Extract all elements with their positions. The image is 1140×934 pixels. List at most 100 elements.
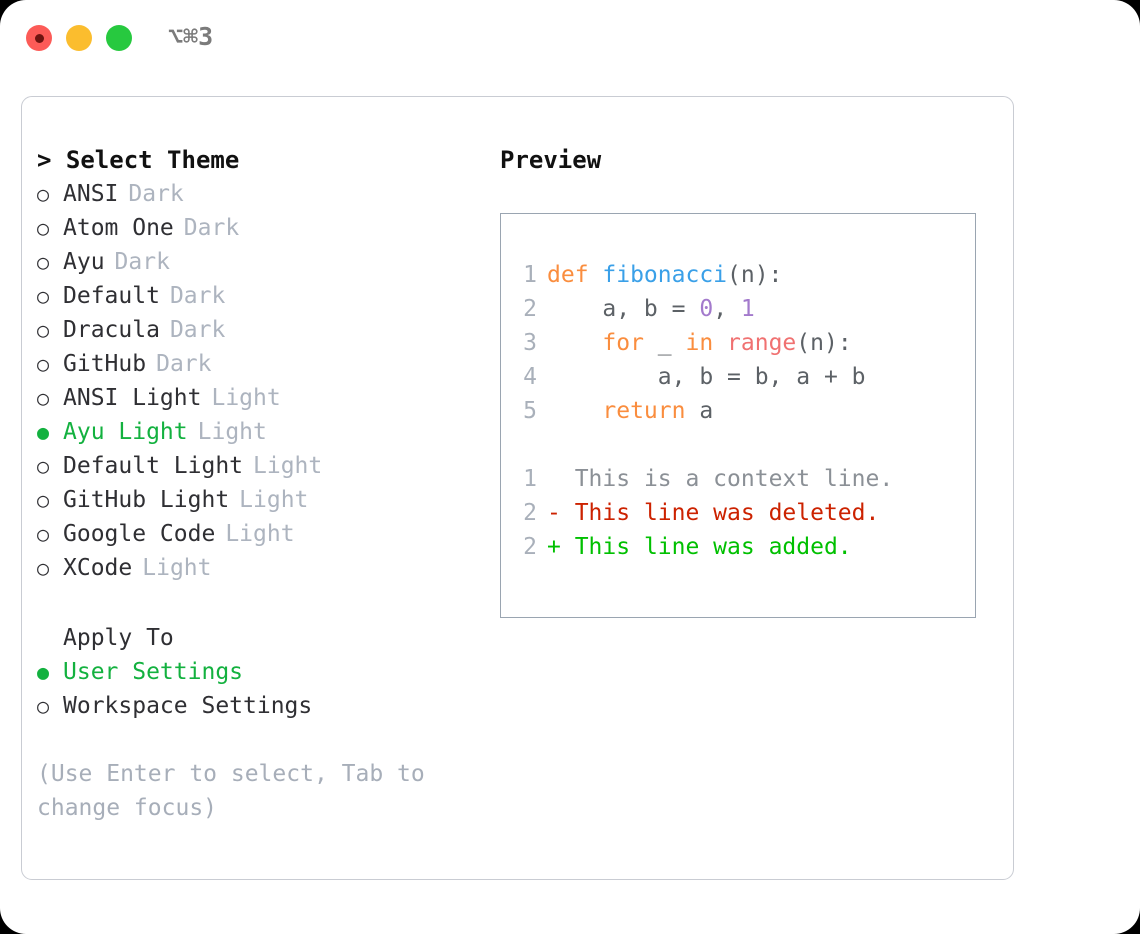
- diff-line-text: This line was deleted.: [560, 500, 880, 526]
- code-line: 2 a, b = 0, 1: [501, 292, 975, 326]
- close-button[interactable]: [26, 25, 52, 51]
- code-token-pun: ,: [713, 296, 741, 322]
- minimize-button[interactable]: [66, 25, 92, 51]
- theme-option-label: Default Light: [63, 453, 244, 479]
- code-diff-spacer: [501, 428, 975, 462]
- diff-line-text: This line was added.: [560, 534, 852, 560]
- radio-unselected-icon: ○: [37, 250, 50, 274]
- line-number: 5: [523, 398, 537, 424]
- theme-variant-badge: Dark: [128, 181, 184, 207]
- theme-option-label: GitHub: [63, 351, 147, 377]
- theme-variant-badge: Light: [211, 385, 281, 411]
- radio-unselected-icon: ○: [37, 318, 50, 342]
- theme-variant-badge: Dark: [169, 283, 226, 309]
- radio-selected-icon: ●: [37, 420, 50, 444]
- code-line-text: for _ in range(n):: [547, 326, 852, 360]
- line-number: 4: [523, 364, 537, 390]
- section-spacer: [37, 585, 487, 621]
- theme-variant-badge: Dark: [156, 351, 212, 377]
- code-token-kw: in: [685, 330, 714, 356]
- radio-unselected-icon: ○: [37, 488, 50, 512]
- theme-option-label: Ayu: [63, 249, 105, 275]
- radio-unselected-icon: ○: [37, 522, 50, 546]
- radio-unselected-icon: ○: [37, 556, 50, 580]
- code-token-pun: _: [643, 330, 686, 356]
- apply-to-option-label: User Settings: [63, 659, 244, 685]
- diff-line-text: This is a context line.: [560, 466, 894, 492]
- select-theme-heading: > Select Theme: [37, 146, 240, 174]
- theme-variant-badge: Light: [225, 521, 295, 547]
- theme-option-label: Dracula: [63, 317, 160, 343]
- radio-unselected-icon: ○: [37, 694, 50, 718]
- code-token-pun: (n):: [796, 330, 852, 356]
- code-token-call: range: [727, 330, 797, 356]
- theme-option-github[interactable]: ○ GitHub Dark: [37, 347, 487, 381]
- code-token-pun: (n):: [727, 262, 783, 288]
- radio-unselected-icon: ○: [37, 454, 50, 478]
- theme-variant-badge: Dark: [183, 215, 240, 241]
- theme-variant-badge: Dark: [169, 317, 226, 343]
- theme-option-ansi-light[interactable]: ○ ANSI Light Light: [37, 381, 487, 415]
- code-line-text: a, b = b, a + b: [547, 360, 866, 394]
- window-controls: [26, 25, 132, 51]
- code-line-text: return a: [547, 394, 713, 428]
- code-line: 4 a, b = b, a + b: [501, 360, 975, 394]
- diff-line-added: 2 + This line was added.: [501, 530, 975, 564]
- apply-to-option-label: Workspace Settings: [63, 693, 313, 719]
- apply-to-option-list[interactable]: ● User Settings ○ Workspace Settings: [37, 655, 487, 723]
- diff-sign: -: [547, 500, 561, 526]
- apply-to-option-user-settings[interactable]: ● User Settings: [37, 655, 487, 689]
- code-token-pun: a, b =: [547, 296, 700, 322]
- radio-unselected-icon: ○: [37, 216, 50, 240]
- diff-sign: [547, 462, 561, 496]
- code-token-fn: fibonacci: [602, 262, 728, 288]
- code-token-kw: for: [602, 330, 644, 356]
- code-token-kw: return: [602, 398, 686, 424]
- diff-sample: 1 This is a context line.2- This line wa…: [501, 462, 975, 564]
- code-token-pun: a: [685, 398, 714, 424]
- diff-sign: +: [547, 534, 561, 560]
- line-number: 2: [523, 534, 537, 560]
- window-title: ⌥⌘3: [168, 22, 214, 51]
- line-number: 3: [523, 330, 537, 356]
- theme-option-label: Atom One: [63, 215, 174, 241]
- theme-option-atom-one[interactable]: ○ Atom One Dark: [37, 211, 487, 245]
- keyboard-hint-text: (Use Enter to select, Tab to change focu…: [37, 761, 439, 821]
- maximize-button[interactable]: [106, 25, 132, 51]
- code-line-text: def fibonacci(n):: [547, 258, 782, 292]
- theme-variant-badge: Light: [197, 419, 267, 445]
- code-line: 3 for _ in range(n):: [501, 326, 975, 360]
- code-token-pun: [713, 330, 727, 356]
- radio-unselected-icon: ○: [37, 352, 50, 376]
- radio-unselected-icon: ○: [37, 284, 50, 308]
- theme-option-dracula[interactable]: ○ Dracula Dark: [37, 313, 487, 347]
- apply-to-option-workspace-settings[interactable]: ○ Workspace Settings: [37, 689, 487, 723]
- theme-option-label: GitHub Light: [63, 487, 230, 513]
- code-token-kw: def: [547, 262, 603, 288]
- radio-selected-icon: ●: [37, 660, 50, 684]
- diff-line-deleted: 2- This line was deleted.: [501, 496, 975, 530]
- theme-option-label: ANSI Light: [63, 385, 202, 411]
- diff-line-context: 1 This is a context line.: [501, 462, 975, 496]
- code-line: 5 return a: [501, 394, 975, 428]
- theme-option-label: XCode: [63, 555, 133, 581]
- code-token-pun: a, b = b, a + b: [547, 364, 866, 390]
- radio-unselected-icon: ○: [37, 386, 50, 410]
- line-number: 2: [523, 500, 537, 526]
- line-number: 2: [523, 296, 537, 322]
